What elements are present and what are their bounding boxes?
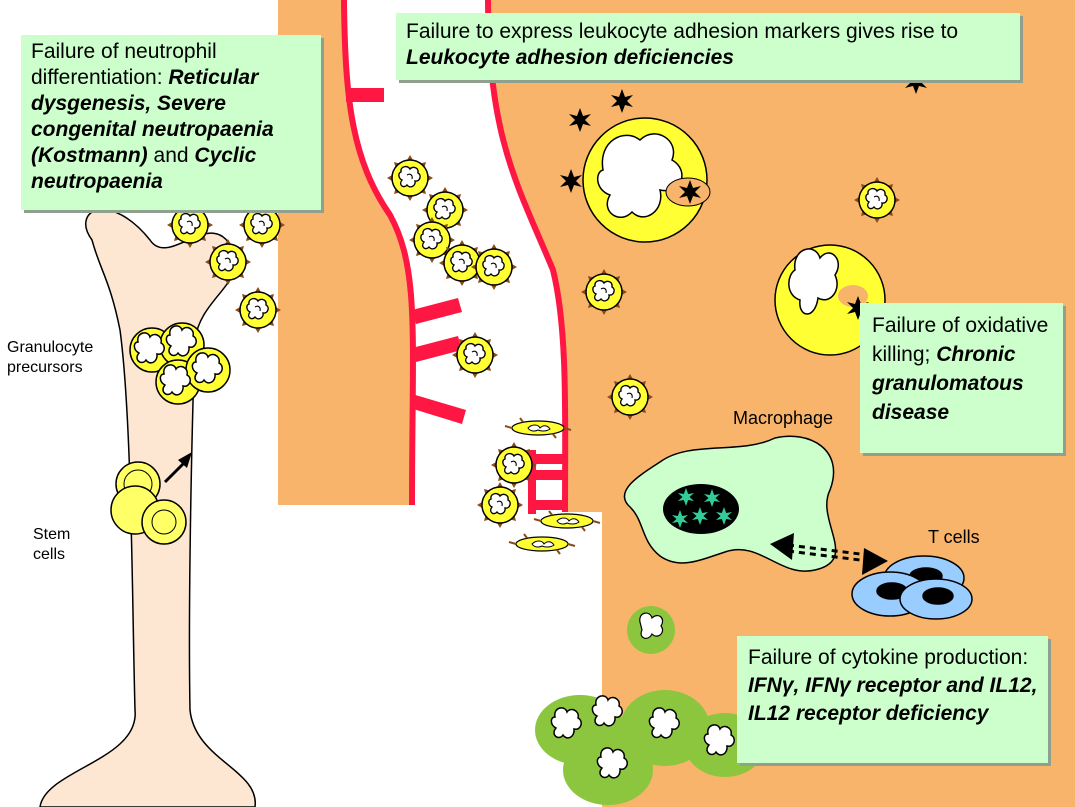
macrophage (623, 435, 837, 572)
adhesion-box-term: Leukocyte adhesion deficiencies (406, 46, 734, 69)
phagocyte-failed-killing (774, 244, 886, 356)
neutrophil-differentiation-box: Failure of neutrophil differentiation: R… (21, 35, 321, 210)
stem-cells (110, 461, 187, 545)
vessel-wall-left (341, 0, 416, 506)
differentiation-arrow (163, 452, 192, 484)
t-cells (851, 555, 973, 620)
cytokine-box-term: IFNγ, IFNγ receptor and IL12, IL12 recep… (748, 674, 1038, 725)
granulocyte-precursors (129, 322, 231, 405)
neutrophil-box-term1: Reticular dysgenesis, Severe congenital … (31, 66, 274, 167)
label-granulocyte-precursors: Granulocyte precursors (7, 339, 94, 376)
cytokine-box-lead: Failure of cytokine production: (748, 646, 1029, 669)
cytokine-deficient-cells (535, 606, 765, 805)
phagocyte-with-bacterium (582, 117, 711, 243)
label-macrophage: Macrophage (733, 408, 834, 428)
oxidative-killing-box: Failure of oxidative killing; Chronic gr… (860, 303, 1063, 453)
adhesion-deficiency-box: Failure to express leukocyte adhesion ma… (396, 13, 1020, 80)
oxidative-box-lead: Failure of oxidative killing; (872, 314, 1049, 366)
macrophage-tcell-arrow (770, 533, 888, 575)
oxidative-box-term: Chronic granulomatous disease (872, 343, 1024, 424)
cytokine-deficiency-box: Failure of cytokine production: IFNγ, IF… (737, 636, 1048, 763)
adhesion-molecules (346, 88, 568, 514)
neutrophil-box-term2: Cyclic neutropaenia (31, 144, 257, 193)
adhesion-box-lead: Failure to express leukocyte adhesion ma… (406, 20, 959, 43)
neutrophil-box-join: and (153, 144, 189, 167)
vessel-wall-right (485, 0, 569, 513)
label-t-cells: T cells (928, 527, 980, 547)
neutrophil-box-lead: Failure of neutrophil differentiation: (31, 40, 217, 89)
label-stem-cells: Stem cells (33, 526, 71, 563)
